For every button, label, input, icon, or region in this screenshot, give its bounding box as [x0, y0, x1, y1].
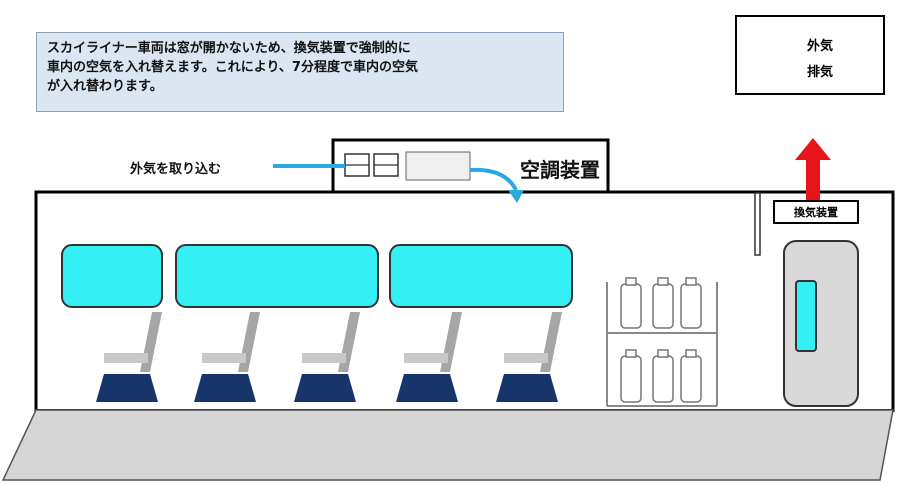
seat [496, 312, 562, 402]
explanation-note: スカイライナー車両は窓が開かないため、換気装置で強制的に 車内の空気を入れ替えま… [36, 32, 564, 112]
ac-airflow-curve [469, 167, 518, 191]
air-conditioner-label: 空調装置 [520, 158, 600, 182]
exhaust-arrow-head [795, 138, 831, 160]
legend-exhaust-label: 排気 [807, 64, 834, 80]
floor-platform [1, 409, 894, 481]
luggage-rack [606, 282, 718, 407]
door-window [795, 280, 817, 352]
exhaust-arrow-shaft [806, 158, 820, 200]
luggage-bottles-upper [620, 277, 702, 329]
legend-outside-air-label: 外気 [807, 38, 834, 54]
window [61, 244, 163, 308]
note-line: 車内の空気を入れ替えます。これにより、7分程度で車内の空気 [47, 60, 418, 75]
note-line: スカイライナー車両は窓が開かないため、換気装置で強制的に [47, 41, 411, 56]
ac-filter [405, 151, 471, 181]
seat [194, 312, 260, 402]
seat [396, 312, 462, 402]
window [389, 244, 573, 308]
legend: 外気 排気 [735, 15, 885, 95]
note-line: が入れ替わります。 [47, 79, 163, 94]
luggage-bottles-lower [620, 349, 702, 403]
intake-label: 外気を取り込む [130, 162, 222, 177]
airflow-arrow-head [508, 190, 524, 203]
partition-post [754, 192, 761, 256]
ventilator-label: 換気装置 [773, 200, 859, 224]
seat [294, 312, 360, 402]
seat [96, 312, 162, 402]
window [175, 244, 379, 308]
